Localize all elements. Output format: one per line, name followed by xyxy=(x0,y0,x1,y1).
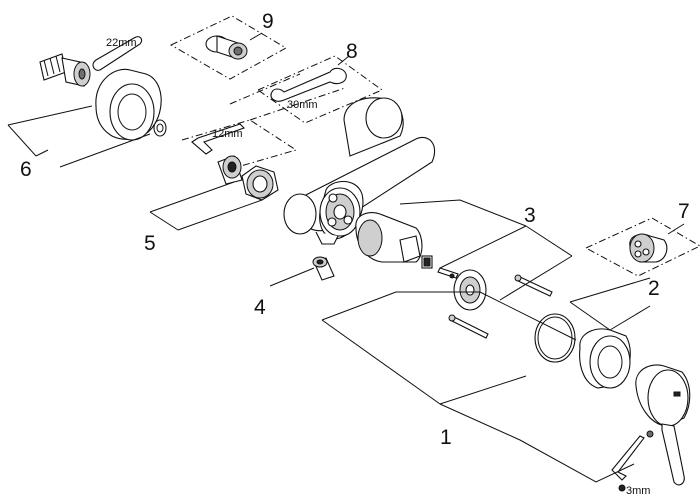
o-ring-part xyxy=(534,313,576,363)
callout-7: 7 xyxy=(678,200,690,223)
mixer-body-part xyxy=(283,97,436,245)
lever-handle-part xyxy=(635,364,691,486)
cartridge-part xyxy=(355,211,433,269)
screw-part-b xyxy=(448,314,489,339)
callout-4: 4 xyxy=(254,296,266,319)
callout-9: 9 xyxy=(262,10,274,33)
part-group-3: 3 xyxy=(355,199,573,339)
part-group-8: 30mm 8 xyxy=(256,40,384,124)
leader-8 xyxy=(337,55,350,66)
callout-2: 2 xyxy=(648,277,660,300)
seal-disc-part xyxy=(629,233,668,263)
dashed-guide-12mm xyxy=(181,119,298,169)
callout-1: 1 xyxy=(440,426,452,449)
hex-key-3mm-icon xyxy=(611,435,645,481)
leader-7 xyxy=(667,223,685,235)
leader-6 xyxy=(7,105,151,168)
part-group-4: 4 xyxy=(254,256,335,319)
part-group-6: 22mm 6 xyxy=(7,36,167,181)
part-group-5: 5 xyxy=(144,155,279,255)
sleeve-part xyxy=(579,328,631,389)
washer-part xyxy=(153,119,167,137)
leader-4 xyxy=(269,267,315,287)
part-group-7: 7 xyxy=(584,200,700,277)
callout-8: 8 xyxy=(346,40,358,63)
hex-key-12mm: 12mm xyxy=(191,123,246,155)
insert-nut-part xyxy=(217,155,243,185)
leader-5 xyxy=(149,181,263,231)
leader-2 xyxy=(569,277,651,331)
pin-part xyxy=(437,267,459,279)
hex-key-12mm-label: 12mm xyxy=(212,128,243,140)
nut-part-9 xyxy=(205,35,248,60)
dashed-box-9 xyxy=(169,15,288,80)
leader-1 xyxy=(321,291,635,483)
bush-part xyxy=(312,256,335,281)
escutcheon-part xyxy=(95,68,162,141)
wrench-30mm-label: 30mm xyxy=(287,99,318,111)
part-group-1: 3mm 1 xyxy=(321,291,691,497)
lever-ring-part xyxy=(453,269,487,311)
leader-9 xyxy=(249,32,263,41)
wrench-22mm-icon xyxy=(92,36,143,71)
hex-key-3mm-label: 3mm xyxy=(626,485,650,497)
part-group-9: 9 xyxy=(169,10,288,80)
callout-3: 3 xyxy=(524,204,536,227)
threaded-connector-part xyxy=(39,53,91,87)
dashed-box-7 xyxy=(584,217,700,277)
callout-6: 6 xyxy=(20,158,32,181)
screw-part-a xyxy=(514,274,553,297)
leader-3 xyxy=(399,199,573,301)
callout-5: 5 xyxy=(144,232,156,255)
wrench-22mm-label: 22mm xyxy=(106,37,137,49)
union-nut-part xyxy=(241,165,279,201)
wrench-30mm-icon xyxy=(270,67,347,102)
hex-key-12mm-icon xyxy=(191,123,246,155)
hex-key-3mm: 3mm xyxy=(611,430,654,497)
